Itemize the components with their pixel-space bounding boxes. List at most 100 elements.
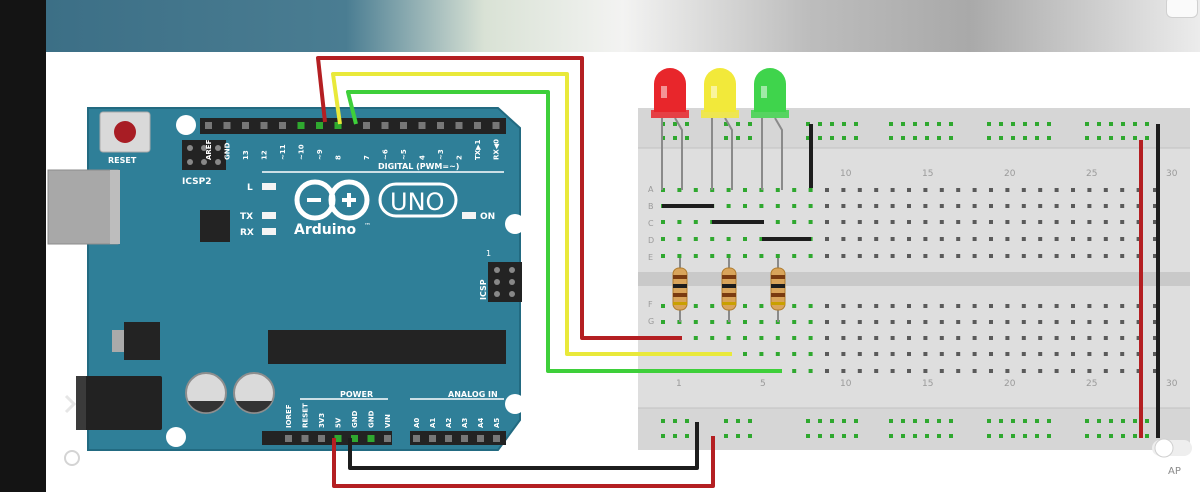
icsp2-header (182, 140, 226, 170)
bb-row-f: F (648, 300, 653, 309)
digital-pin-label: 4 (419, 155, 427, 160)
bb-hole (989, 336, 993, 340)
rail-hole (685, 419, 689, 423)
led-on-label: ON (480, 212, 495, 222)
bb-hole (775, 188, 780, 192)
rail-hole (736, 122, 740, 126)
rail-hole (685, 434, 689, 438)
bb-col-top-10: 10 (840, 169, 852, 179)
rail-hole (913, 122, 917, 126)
bb-hole (972, 320, 977, 324)
power-pin-5 (367, 435, 375, 442)
bb-hole (1005, 352, 1010, 356)
rail-hole (949, 434, 953, 438)
bb-hole (743, 188, 747, 192)
rail-hole (1085, 419, 1089, 423)
bb-hole (1103, 204, 1108, 208)
rail-hole (673, 122, 677, 126)
bb-hole (923, 254, 928, 258)
rail-hole (806, 122, 810, 126)
digital-pin-label: ~5 (400, 149, 408, 160)
arduino-logo (294, 179, 370, 221)
rail-hole (1109, 122, 1113, 126)
bb-hole (693, 304, 698, 308)
bb-hole (857, 188, 862, 192)
refresh-icon[interactable] (64, 450, 80, 466)
atmega-chip (268, 330, 506, 364)
bb-hole (1054, 304, 1059, 308)
bb-hole (1005, 220, 1010, 224)
model-text: UNO (390, 188, 444, 216)
bb-hole (726, 204, 731, 208)
bb-hole (661, 304, 665, 308)
bb-hole (1054, 254, 1059, 258)
bb-hole (792, 369, 797, 373)
digital-header (200, 118, 506, 134)
bb-hole (956, 320, 961, 324)
bb-hole (1005, 304, 1010, 308)
digital-pin-2 (242, 122, 249, 129)
bb-hole (907, 204, 911, 208)
bb-hole (808, 204, 813, 208)
bb-hole (923, 237, 928, 241)
rail-hole (724, 434, 728, 438)
bb-row-c: C (648, 219, 654, 228)
bb-row-b: B (648, 202, 654, 211)
bb-hole (710, 336, 715, 340)
bb-hole (1021, 304, 1026, 308)
bb-hole (1021, 352, 1026, 356)
bb-hole (1153, 188, 1157, 192)
power-label: POWER (340, 390, 373, 399)
resistors (672, 258, 786, 322)
bb-hole (1136, 352, 1141, 356)
rail-hole (842, 419, 846, 423)
corner-button[interactable] (1166, 0, 1198, 18)
mount-hole (176, 115, 196, 135)
resistor-1 (672, 258, 688, 322)
rail-hole (1035, 419, 1039, 423)
bb-hole (956, 188, 961, 192)
dc-jack (76, 376, 162, 430)
digital-pin-label: 8 (335, 155, 343, 160)
bb-hole (1103, 369, 1108, 373)
rail-hole (1035, 136, 1039, 140)
bb-hole (857, 237, 862, 241)
bb-hole (808, 320, 813, 324)
digital-pin-label: AREF (205, 139, 213, 160)
bb-hole (939, 188, 944, 192)
bb-hole (989, 352, 993, 356)
rail-hole (673, 419, 677, 423)
brand-text: Arduino (294, 222, 356, 238)
bb-hole (1054, 352, 1059, 356)
rail-hole (818, 136, 822, 140)
chevron-right-icon[interactable] (64, 394, 77, 414)
bb-hole (874, 320, 879, 324)
digital-pin-1 (223, 122, 231, 129)
rail-hole (736, 136, 740, 140)
rail-hole (901, 122, 905, 126)
bb-hole (841, 188, 846, 192)
rail-hole (889, 122, 893, 126)
bb-hole (825, 237, 829, 241)
digital-pin-13 (455, 122, 463, 129)
bb-hole (808, 220, 813, 224)
bb-hole (907, 352, 911, 356)
bb-hole (890, 237, 895, 241)
power-pin-0 (285, 435, 292, 442)
power-header (262, 431, 392, 445)
bb-col-top-30: 30 (1166, 169, 1178, 179)
bb-hole (841, 254, 846, 258)
bb-hole (661, 254, 665, 258)
analog-label: ANALOG IN (448, 390, 498, 399)
rail-hole (1023, 122, 1027, 126)
digital-pin-9 (381, 122, 389, 129)
bb-hole (874, 204, 879, 208)
rail-hole (806, 419, 810, 423)
rail-hole (854, 136, 858, 140)
reset-label: RESET (108, 156, 137, 165)
bb-hole (890, 204, 895, 208)
bb-hole (989, 204, 993, 208)
rail-hole (1121, 419, 1125, 423)
bb-hole (1120, 204, 1125, 208)
